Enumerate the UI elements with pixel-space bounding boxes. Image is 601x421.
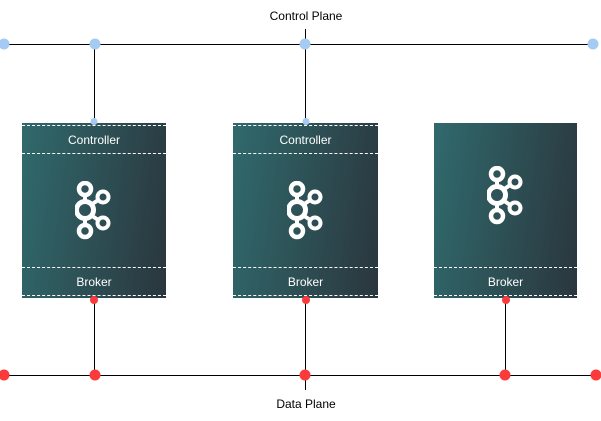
kafka-logo-icon (233, 154, 378, 267)
broker-label: Broker (487, 274, 524, 289)
data-plane-label-connector (305, 375, 306, 390)
kafka-node-3: Broker (431, 120, 580, 304)
blue-dot-icon (587, 38, 599, 50)
red-dot-icon (499, 369, 511, 381)
controller-section: Controller (22, 125, 166, 154)
blue-dot-icon (299, 38, 311, 50)
red-dot-icon (0, 369, 10, 381)
broker-label: Broker (76, 274, 112, 289)
controller-section: Controller (233, 125, 378, 154)
data-plane-label: Data Plane (265, 390, 347, 418)
node1-control-port-dot (90, 118, 98, 125)
red-dot-icon (590, 369, 601, 381)
kafka-logo-icon (434, 125, 577, 267)
blue-dot-icon (0, 38, 10, 50)
red-dot-icon (89, 369, 101, 381)
control-plane-label: Control Plane (256, 3, 356, 29)
node1-data-connector (94, 301, 95, 375)
broker-section: Broker (233, 267, 378, 296)
kafka-node-2: Controller Broker (230, 118, 381, 304)
node1-control-connector (94, 44, 95, 120)
control-plane-label-text: Control Plane (269, 9, 343, 23)
data-plane-label-text: Data Plane (276, 397, 336, 411)
broker-section: Broker (434, 267, 577, 296)
node2-data-port-dot (301, 296, 310, 304)
control-plane-label-connector (305, 29, 306, 44)
control-plane-bus-line (4, 44, 593, 45)
kafka-logo-icon (22, 154, 166, 267)
controller-label: Controller (67, 132, 121, 147)
node3-data-connector (505, 301, 506, 375)
node3-data-port-dot (501, 296, 510, 304)
blue-dot-icon (89, 38, 101, 50)
node2-control-port-dot (302, 118, 309, 125)
broker-label: Broker (287, 274, 324, 289)
kafka-node-1: Controller Broker (19, 118, 169, 304)
node2-data-connector (305, 301, 306, 375)
red-dot-icon (299, 369, 311, 381)
node1-data-port-dot (90, 296, 98, 304)
broker-section: Broker (22, 267, 166, 296)
node2-control-connector (305, 44, 306, 120)
controller-label: Controller (279, 132, 332, 147)
